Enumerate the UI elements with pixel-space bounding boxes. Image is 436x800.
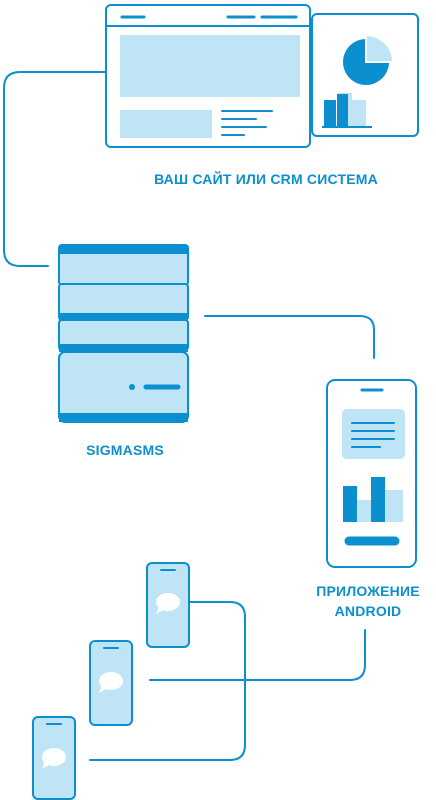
- android-app-label-line-1: ПРИЛОЖЕНИЕ: [316, 583, 420, 599]
- android-app-label-line-2: ANDROID: [334, 603, 402, 619]
- bar-chart-icon: [324, 93, 366, 126]
- connector-phone-loop: [89, 601, 246, 761]
- connectors: [3, 71, 375, 761]
- pie-chart-icon: [343, 33, 395, 85]
- sigmasms-label: SIGMASMS: [86, 442, 164, 458]
- message-bubble-icon: [156, 593, 180, 614]
- connector-site-to-server: [3, 71, 106, 267]
- android-app-label: ПРИЛОЖЕНИЕ ANDROID: [300, 581, 436, 621]
- message-phone-3: [32, 716, 76, 800]
- message-bubble-icon: [42, 748, 66, 769]
- server-icon: [58, 244, 189, 423]
- website-icon: [105, 4, 311, 148]
- smartphone-icon: [326, 379, 417, 568]
- message-bubble-icon: [99, 672, 123, 693]
- site-label: ВАШ САЙТ ИЛИ CRM СИСТЕМА: [154, 171, 378, 187]
- connector-server-to-android: [204, 315, 375, 359]
- dashboard-icon: [311, 13, 419, 137]
- connector-android-to-phones: [149, 629, 366, 681]
- message-phone-2: [89, 640, 133, 726]
- message-phone-1: [146, 562, 190, 648]
